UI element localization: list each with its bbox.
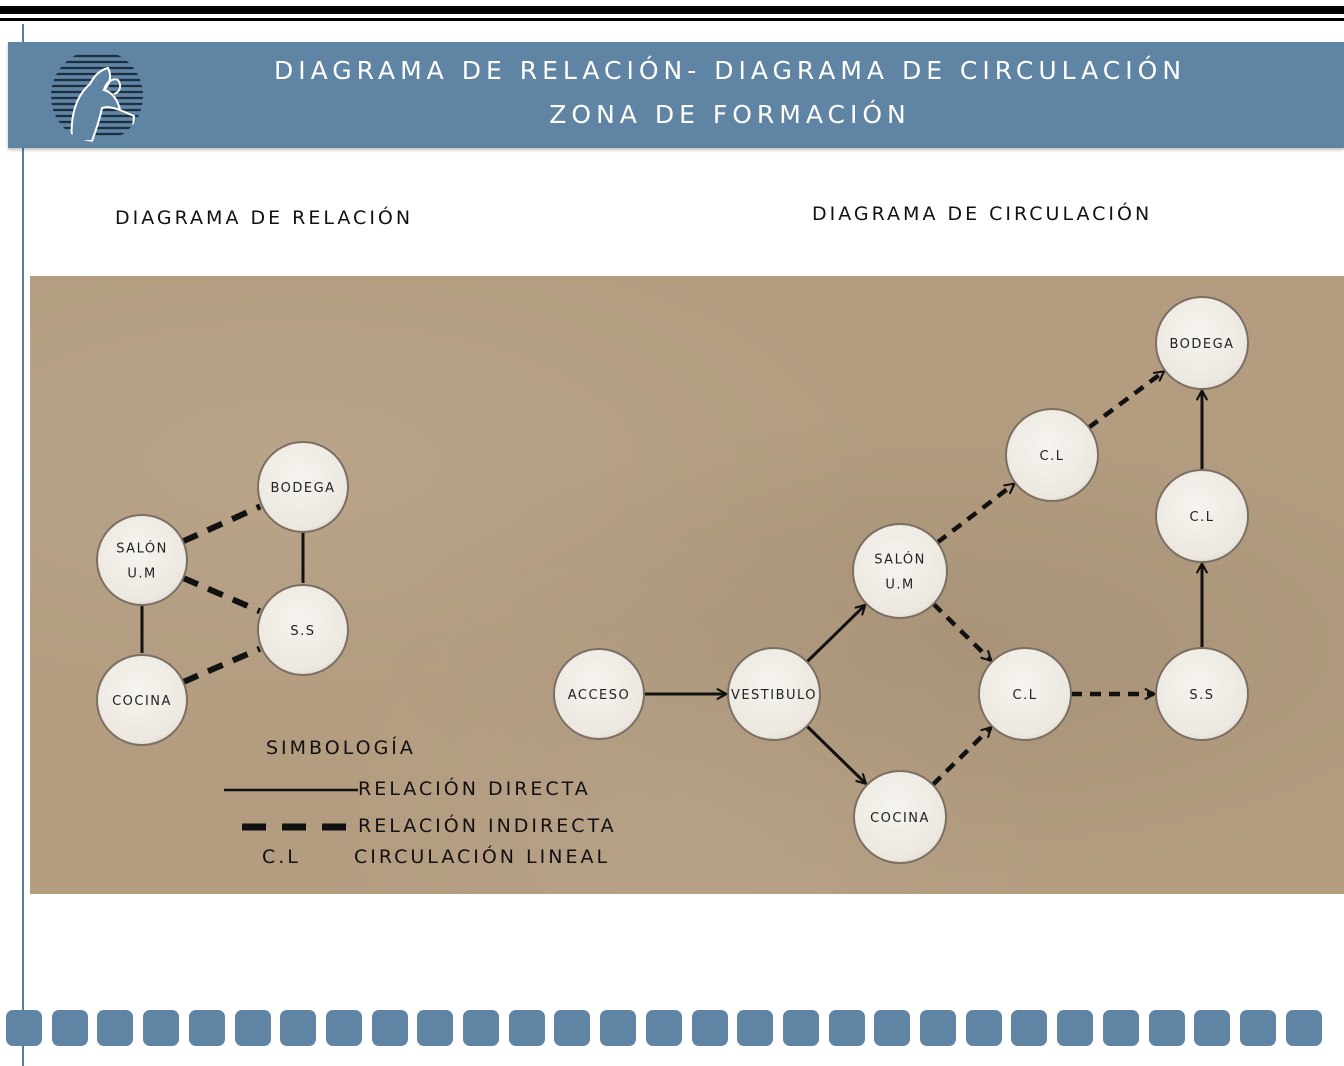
- footer-square: [645, 1010, 682, 1046]
- footer-square: [143, 1010, 180, 1046]
- circ-node-bodega-circle: [1155, 296, 1249, 390]
- circ-node-cl_top-label: C.L: [1040, 449, 1065, 464]
- header-band: [8, 42, 1344, 148]
- rel-node-cocina-circle: [96, 654, 188, 746]
- footer-square: [1148, 1010, 1185, 1046]
- circ-edge-cl_top-bodega: [1087, 369, 1166, 430]
- circ-node-salon-label: SALÓN: [874, 552, 926, 568]
- horse-rider-logo-icon: [51, 50, 143, 142]
- footer-square: [554, 1010, 591, 1046]
- footer-square: [188, 1010, 225, 1046]
- circ-node-bodega-label: BODEGA: [1169, 337, 1234, 352]
- footer-square: [691, 1010, 728, 1046]
- footer-square: [1011, 1010, 1048, 1046]
- rel-node-ss-circle: [257, 584, 349, 676]
- circ-edge-vestibulo-cocina: [805, 725, 868, 785]
- legend-directa-label: RELACIÓN DIRECTA: [358, 778, 591, 800]
- rel-node-salon-circle: [96, 514, 188, 606]
- footer-square: [371, 1010, 408, 1046]
- top-rule-thin: [0, 18, 1344, 21]
- rel-edge-salon-bodega: [181, 503, 262, 545]
- circ-node-cl_mid: C.L: [978, 647, 1072, 741]
- legend-cl-code: C.L: [262, 846, 301, 868]
- circ-node-cocina-label: COCINA: [870, 811, 930, 826]
- rel-node-ss-label: S.S: [290, 624, 315, 639]
- footer-square: [600, 1010, 637, 1046]
- circ-node-cl_right-label: C.L: [1190, 510, 1215, 525]
- rel-node-cocina: COCINA: [96, 654, 188, 746]
- circ-node-cl_top: C.L: [1005, 408, 1099, 502]
- footer-square: [1102, 1010, 1139, 1046]
- footer-square: [463, 1010, 499, 1046]
- footer-square: [1285, 1010, 1322, 1046]
- header-title-line1: DIAGRAMA DE RELACIÓN- DIAGRAMA DE CIRCUL…: [273, 56, 1187, 85]
- circ-node-salon-label: U.M: [885, 578, 914, 593]
- rel-edge-cocina-ss: [182, 645, 262, 685]
- circ-edge-cocina-cl_mid: [931, 726, 993, 787]
- footer-square: [1057, 1010, 1094, 1046]
- circ-node-vestibulo-circle: [727, 647, 821, 741]
- rel-node-bodega-circle: [257, 441, 349, 533]
- header-title-line2: ZONA DE FORMACIÓN: [549, 100, 911, 129]
- circ-node-ss: S.S: [1155, 647, 1249, 741]
- footer-square: [97, 1010, 134, 1046]
- circ-edge-salon-cl_top: [935, 482, 1016, 545]
- footer-square: [6, 1010, 42, 1046]
- circ-node-bodega: BODEGA: [1155, 296, 1249, 390]
- footer-square: [965, 1010, 1002, 1046]
- circ-edge-salon-cl_mid: [931, 602, 993, 662]
- legend-cl-label: CIRCULACIÓN LINEAL: [354, 846, 611, 868]
- circ-node-cocina: COCINA: [853, 770, 947, 864]
- rel-node-salon-label: SALÓN: [116, 541, 168, 557]
- circ-node-salon-circle: [852, 523, 948, 619]
- legend-indirecta-label: RELACIÓN INDIRECTA: [358, 815, 617, 837]
- circ-node-cl_right-circle: [1155, 469, 1249, 563]
- circ-node-cl_mid-circle: [978, 647, 1072, 741]
- circ-node-vestibulo: VESTIBULO: [727, 647, 821, 741]
- footer-square: [51, 1010, 88, 1046]
- circ-node-acceso-circle: [553, 648, 645, 740]
- footer-square: [508, 1010, 545, 1046]
- footer-square: [920, 1010, 956, 1046]
- footer-square-strip: [0, 1010, 1344, 1050]
- rel-node-cocina-label: COCINA: [112, 694, 172, 709]
- legend-line-samples: [224, 788, 358, 831]
- circ-node-salon: SALÓN U.M: [852, 523, 948, 619]
- circ-node-cl_mid-label: C.L: [1013, 688, 1038, 703]
- footer-square: [280, 1010, 317, 1046]
- circ-node-cl_right: C.L: [1155, 469, 1249, 563]
- legend-title: SIMBOLOGÍA: [266, 737, 416, 759]
- circ-node-cocina-circle: [853, 770, 947, 864]
- circ-node-cl_top-circle: [1005, 408, 1099, 502]
- footer-square: [828, 1010, 865, 1046]
- circ-node-acceso-label: ACCESO: [568, 688, 631, 703]
- circ-node-ss-circle: [1155, 647, 1249, 741]
- footer-square: [1194, 1010, 1231, 1046]
- rel-node-bodega-label: BODEGA: [270, 481, 335, 496]
- circ-node-acceso: ACCESO: [553, 648, 645, 740]
- circ-node-vestibulo-label: VESTIBULO: [731, 688, 817, 703]
- relation-diagram-title: DIAGRAMA DE RELACIÓN: [115, 207, 414, 229]
- footer-square: [417, 1010, 454, 1046]
- rel-node-bodega: BODEGA: [257, 441, 349, 533]
- footer-square: [234, 1010, 271, 1046]
- footer-square: [737, 1010, 774, 1046]
- circ-edge-vestibulo-salon: [805, 603, 867, 663]
- circ-node-ss-label: S.S: [1189, 688, 1214, 703]
- top-rule-thick: [0, 6, 1344, 14]
- rel-node-salon-label: U.M: [127, 567, 156, 582]
- rel-edge-salon-ss: [182, 575, 262, 615]
- footer-square: [782, 1010, 819, 1046]
- footer-square: [325, 1010, 362, 1046]
- footer-square: [1239, 1010, 1276, 1046]
- circulation-diagram-title: DIAGRAMA DE CIRCULACIÓN: [812, 203, 1153, 225]
- footer-square: [874, 1010, 911, 1046]
- rel-node-salon: SALÓN U.M: [96, 514, 188, 606]
- rel-node-ss: S.S: [257, 584, 349, 676]
- left-margin-line: [22, 24, 24, 1066]
